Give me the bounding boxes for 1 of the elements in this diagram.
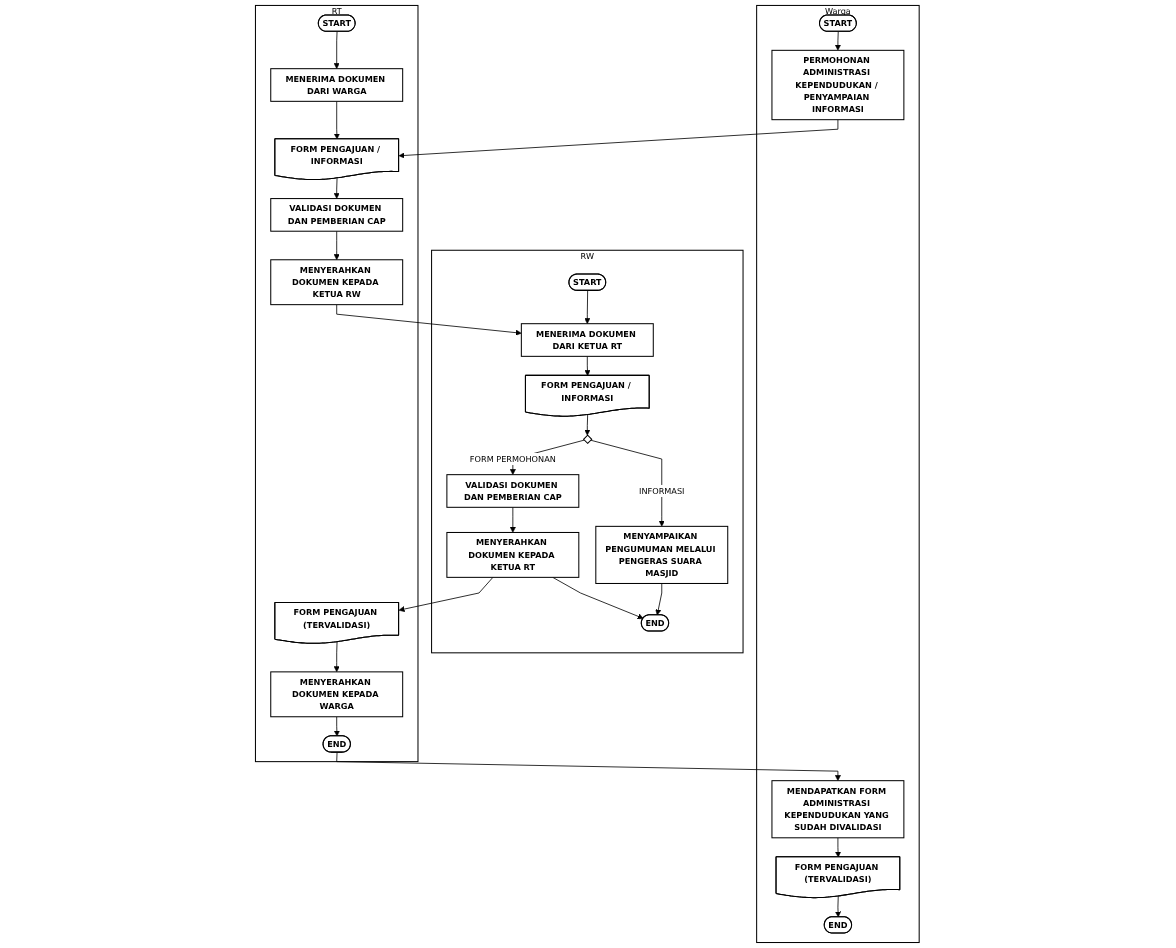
node-diamond: [583, 434, 594, 445]
